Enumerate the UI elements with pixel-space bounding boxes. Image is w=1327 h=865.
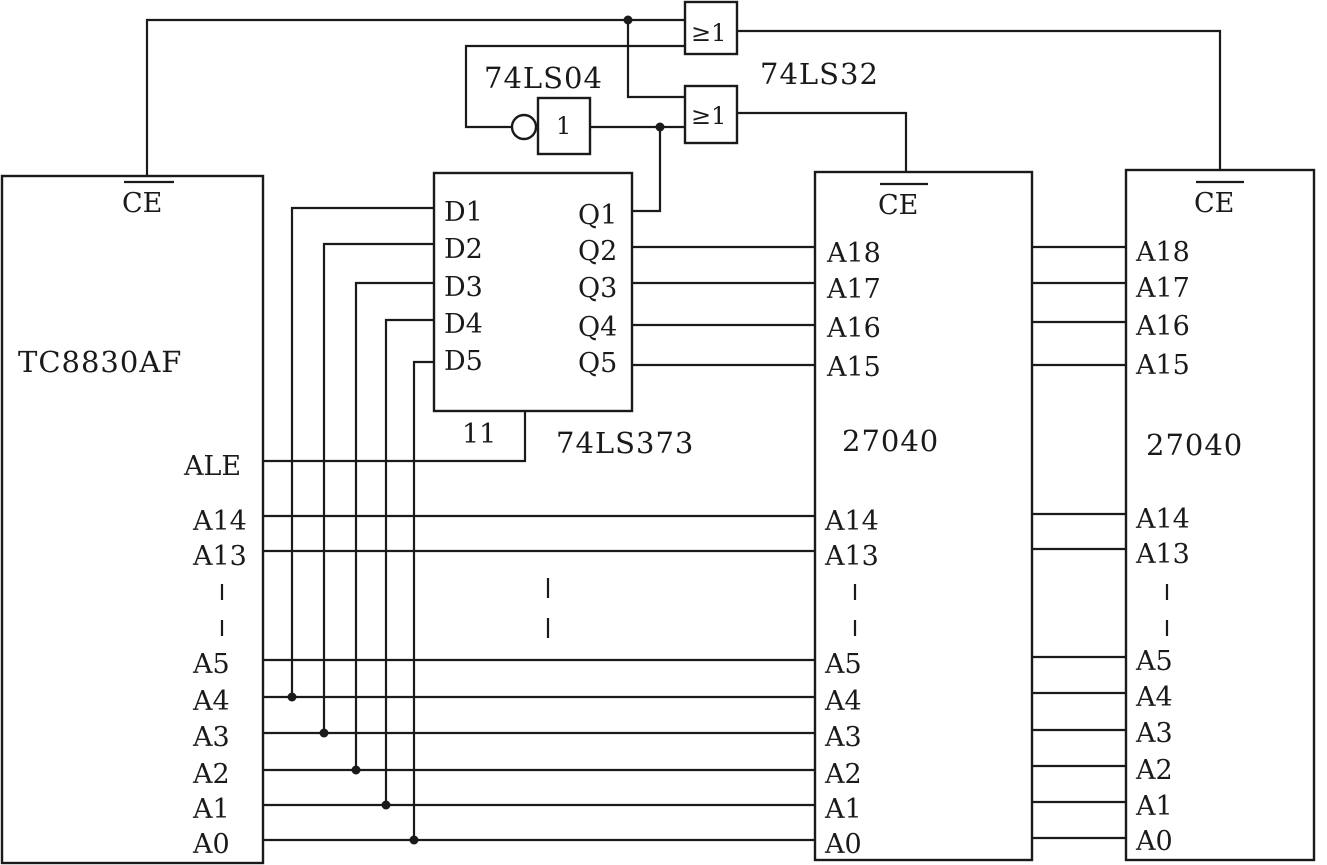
latch-input-label: D2	[444, 234, 483, 265]
inverter-bubble	[510, 113, 538, 141]
rom2-pin-label: A0	[1135, 826, 1173, 857]
cpu-pin-label: A0	[192, 829, 230, 860]
latch-output-label: Q3	[578, 273, 617, 304]
rom2-pin-label: A4	[1135, 682, 1173, 713]
latch-input-label: D4	[444, 309, 483, 340]
d4-wire	[384, 318, 434, 805]
or-gate-upper-body	[683, 0, 739, 56]
cpu-name-label: TC8830AF	[18, 345, 182, 379]
d1-wire	[290, 206, 434, 697]
rom2-pin-label: A14	[1135, 504, 1190, 535]
rom1-pin-label: A13	[824, 541, 879, 572]
rom1-pin-label: A4	[824, 686, 862, 717]
cpu-chip-body	[0, 174, 265, 865]
cpu-ce-label: CE	[122, 188, 162, 219]
rom2-pin-label: A3	[1135, 718, 1173, 749]
or-gate-part-label: 74LS32	[760, 57, 879, 91]
rom1-pin-label: A17	[826, 274, 881, 305]
rom1-pin-label: A15	[826, 352, 881, 383]
rom2-pin-label: A2	[1135, 755, 1173, 786]
rom1-part-label: 27040	[842, 424, 939, 458]
latch-input-label: D1	[444, 197, 483, 228]
rom2-ce-wire	[737, 29, 1222, 170]
latch-output-label: Q2	[578, 236, 617, 267]
rom2-pin-label: A5	[1135, 646, 1173, 677]
ce-tap-wire	[626, 20, 685, 99]
ale-wire	[263, 411, 527, 463]
or-gate-lower-symbol: ≥1	[691, 102, 726, 130]
rom1-pin-label: A1	[824, 794, 862, 825]
latch-clock-pin-label: 11	[462, 419, 496, 450]
cpu-ce-wire	[145, 18, 685, 176]
cpu-pin-label: A13	[192, 541, 247, 572]
rom2-pin-label: A16	[1135, 311, 1190, 342]
cpu-pin-label: A2	[192, 759, 230, 790]
latch-input-label: D5	[444, 346, 483, 377]
rom1-pin-label: A3	[824, 722, 862, 753]
rom1-ce-label: CE	[878, 190, 918, 221]
or-gate-upper-symbol: ≥1	[691, 19, 726, 47]
latch-output-label: Q5	[578, 348, 617, 379]
rom1-pin-label: A2	[824, 759, 862, 790]
inverter-part-label: 74LS04	[484, 61, 603, 95]
junction-dot	[655, 122, 665, 132]
rom1-pin-label: A14	[824, 506, 879, 537]
junction-dot	[623, 15, 633, 25]
rom1-pin-label: A0	[824, 829, 862, 860]
cpu-pin-label: A1	[192, 794, 230, 825]
rom2-pin-label: A13	[1135, 539, 1190, 570]
cpu-pin-label: A5	[192, 649, 230, 680]
rom1-pin-label: A18	[826, 238, 881, 269]
q1-output-wire	[632, 127, 662, 213]
cpu-ale-label: ALE	[183, 451, 241, 482]
d2-wire	[322, 242, 434, 733]
latch-part-label: 74LS373	[556, 426, 694, 460]
rom1-pin-label: A16	[826, 313, 881, 344]
d3-wire	[354, 281, 434, 770]
latch-chip-body	[432, 171, 634, 413]
d5-wire	[412, 360, 434, 840]
rom2-ce-label: CE	[1194, 188, 1234, 219]
cpu-pin-label: A4	[192, 686, 230, 717]
inverter-feed-wire	[464, 44, 685, 129]
rom2-pin-label: A1	[1135, 791, 1173, 822]
cpu-pin-label: A14	[192, 506, 247, 537]
latch-output-label: Q4	[578, 312, 617, 343]
latch-input-label: D3	[444, 272, 483, 303]
rom2-pin-label: A18	[1135, 237, 1190, 268]
inverter-gate-symbol: 1	[556, 112, 571, 140]
cpu-pin-label: A3	[192, 722, 230, 753]
latch-output-label: Q1	[578, 200, 617, 231]
rom2-pin-label: A17	[1135, 273, 1190, 304]
or-gate-lower-body	[683, 84, 739, 145]
rom2-part-label: 27040	[1146, 428, 1243, 462]
rom1-pin-label: A5	[824, 649, 862, 680]
rom1-ce-wire	[737, 111, 908, 172]
rom2-pin-label: A15	[1135, 350, 1190, 381]
